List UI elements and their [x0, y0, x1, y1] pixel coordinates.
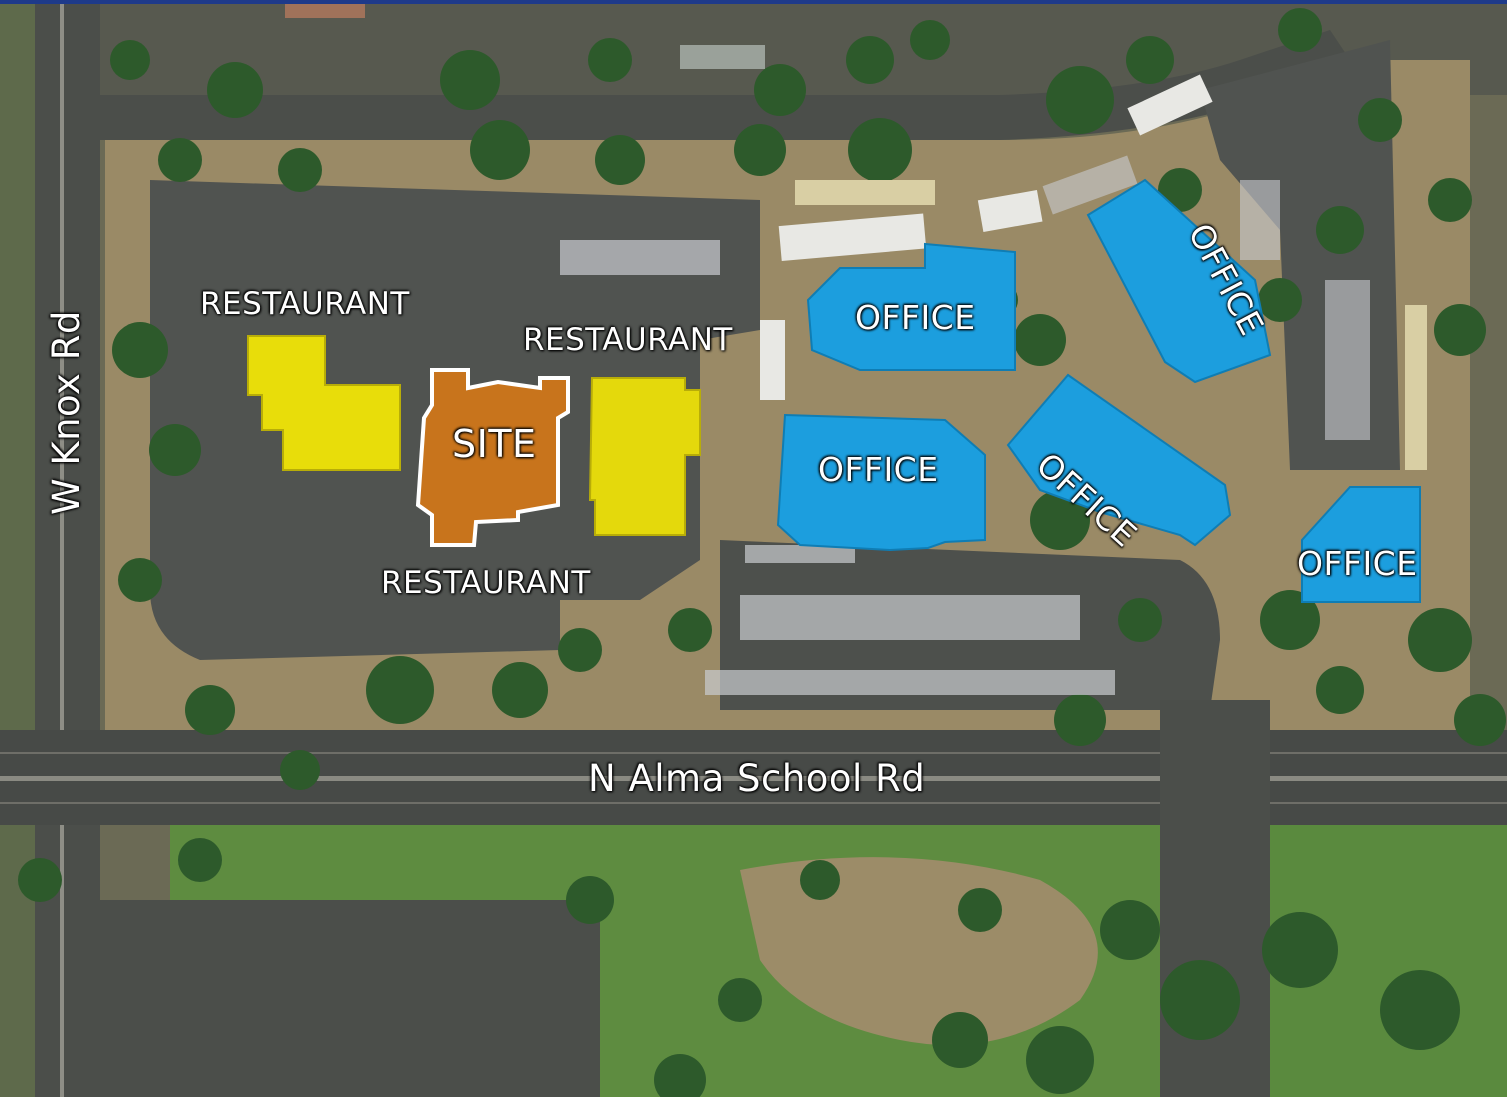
office-3-building [1006, 373, 1232, 547]
west-road-median [60, 0, 64, 1097]
parked-cars [560, 155, 1370, 695]
trees [18, 8, 1506, 1097]
office-5-building [1301, 486, 1421, 603]
office-4-building [1086, 178, 1272, 384]
site-building [415, 368, 570, 547]
office-1-label: OFFICE [855, 298, 976, 337]
office-2-building [776, 413, 986, 552]
site-label: SITE [452, 422, 537, 466]
park-dirt [740, 857, 1098, 1045]
top-border [0, 0, 1507, 4]
office-2-label: OFFICE [818, 450, 939, 489]
office-1-building [806, 242, 1016, 371]
west-edge [0, 0, 35, 1097]
south-road-line [0, 752, 1507, 754]
restaurant-ne-building [588, 377, 701, 536]
south-road-line2 [0, 802, 1507, 804]
restaurant-ne-label: RESTAURANT [523, 322, 733, 358]
office-5-label: OFFICE [1297, 544, 1418, 583]
north-buildings [285, 0, 1427, 470]
west-road [35, 0, 100, 1097]
restaurant-nw-building [247, 335, 401, 471]
restaurant-s-label: RESTAURANT [381, 565, 591, 601]
east-cross-street [1160, 700, 1270, 1097]
sw-parking-lot [100, 900, 600, 1097]
restaurant-nw-label: RESTAURANT [200, 286, 410, 322]
north-road [100, 30, 1350, 140]
road-label-n-alma-school: N Alma School Rd [588, 757, 926, 800]
south-road-median [0, 776, 1507, 781]
road-label-w-knox: W Knox Rd [45, 310, 88, 515]
